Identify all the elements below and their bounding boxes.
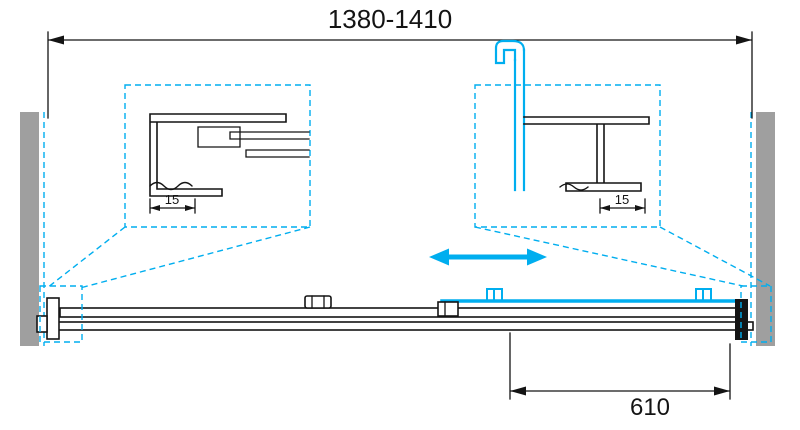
arrow-head-right <box>527 248 547 266</box>
dimension-arrow-right-icon <box>635 205 645 211</box>
left-detail-callout: 15 <box>124 84 311 228</box>
handle-bracket <box>304 295 332 309</box>
left-detail-offset-dimension: 15 <box>149 192 196 214</box>
corner-profile-section <box>523 116 650 192</box>
right-end-callout-box <box>740 285 772 343</box>
door-assembly <box>36 285 772 343</box>
dimension-arrow-left-icon <box>48 35 64 45</box>
hook-profile-top <box>494 39 526 65</box>
left-profile-offset-label: 15 <box>165 192 179 207</box>
ceiling-hook-profile <box>494 39 526 192</box>
dimension-arrow-right-icon <box>736 35 752 45</box>
door-width-dimension: 610 <box>509 332 731 421</box>
fixed-panel-bar <box>59 307 741 318</box>
left-end-profile-foot <box>36 315 48 333</box>
left-detail-box <box>124 84 311 228</box>
right-profile-offset-label: 15 <box>615 192 629 207</box>
left-callout-leader-line <box>79 226 311 289</box>
arrow-head-left <box>429 248 449 266</box>
dimension-arrow-left-icon <box>150 205 160 211</box>
door-width-dimension-lines <box>509 332 731 400</box>
panel-clamp <box>437 301 459 317</box>
roller-bracket-right <box>695 288 712 302</box>
left-end-profile <box>46 297 60 340</box>
roller-bracket-left <box>486 288 503 302</box>
right-callout-leader-line <box>659 226 771 287</box>
overall-width-label: 1380-1410 <box>328 4 452 34</box>
right-detail-callout: 15 <box>474 39 661 228</box>
bottom-track <box>38 321 754 331</box>
left-callout-leader-line <box>46 226 126 289</box>
dimension-arrow-left-icon <box>600 205 610 211</box>
right-detail-profile-drawing <box>523 116 650 192</box>
wall-profile-section <box>149 113 287 197</box>
dimension-arrow-right-icon <box>714 386 730 396</box>
right-detail-box <box>474 84 661 228</box>
left-end-callout-box <box>39 285 83 343</box>
right-wall-profile <box>756 112 775 346</box>
handle-bracket-detail <box>311 295 325 309</box>
break-line <box>559 183 589 191</box>
dimension-arrow-right-icon <box>185 205 195 211</box>
left-wall-profile <box>20 112 39 346</box>
overall-width-dimension-lines <box>47 31 753 119</box>
slide-direction-arrow-icon <box>429 248 547 266</box>
hook-profile-verticals <box>513 48 526 192</box>
right-detail-offset-dimension: 15 <box>599 192 646 214</box>
dimension-arrow-left-icon <box>510 386 526 396</box>
right-end-profile <box>735 299 748 340</box>
left-detail-profile-drawing <box>149 113 310 197</box>
right-callout-leader-line <box>474 226 744 287</box>
glass-panel-lines <box>229 131 310 158</box>
break-line <box>149 181 193 191</box>
door-width-label: 610 <box>630 394 670 421</box>
profile-clamp-detail <box>197 126 241 148</box>
overall-width-dimension: 1380-1410 <box>47 4 753 119</box>
